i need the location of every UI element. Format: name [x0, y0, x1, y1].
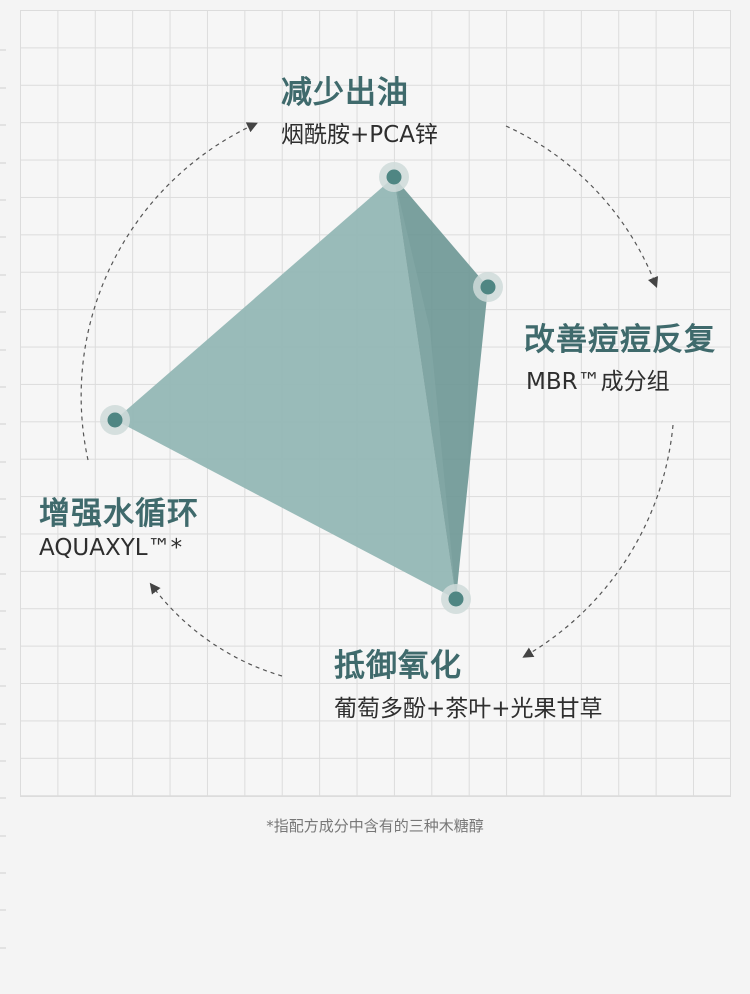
benefit-title-acne: 改善痘痘反复	[524, 322, 716, 358]
cycle-arrow-bottom-right	[522, 424, 674, 658]
benefit-title-hydration: 增强水循环	[39, 496, 199, 532]
benefit-ingredients-antioxidant: 葡萄多酚+茶叶+光果甘草	[334, 696, 603, 722]
left-edge-ticks	[0, 49, 6, 949]
node-left	[100, 405, 130, 435]
benefit-ingredients-hydration: AQUAXYL™*	[39, 535, 183, 561]
benefit-ingredients-oil-control: 烟酰胺+PCA锌	[281, 122, 438, 148]
footnote: *指配方成分中含有的三种木糖醇	[266, 817, 484, 835]
cycle-arrow-top-left	[80, 122, 258, 461]
pyramid-face-mid	[394, 177, 456, 599]
node-bottom	[441, 584, 471, 614]
cycle-arrow-bottom-left	[149, 582, 283, 677]
node-right	[473, 272, 503, 302]
cycle-arrow-top-right	[505, 125, 659, 289]
node-top	[379, 162, 409, 192]
pyramid-face-left	[115, 177, 456, 599]
benefit-title-antioxidant: 抵御氧化	[334, 648, 462, 684]
benefit-title-oil-control: 减少出油	[281, 75, 409, 111]
benefit-ingredients-acne: MBR™成分组	[526, 369, 670, 395]
